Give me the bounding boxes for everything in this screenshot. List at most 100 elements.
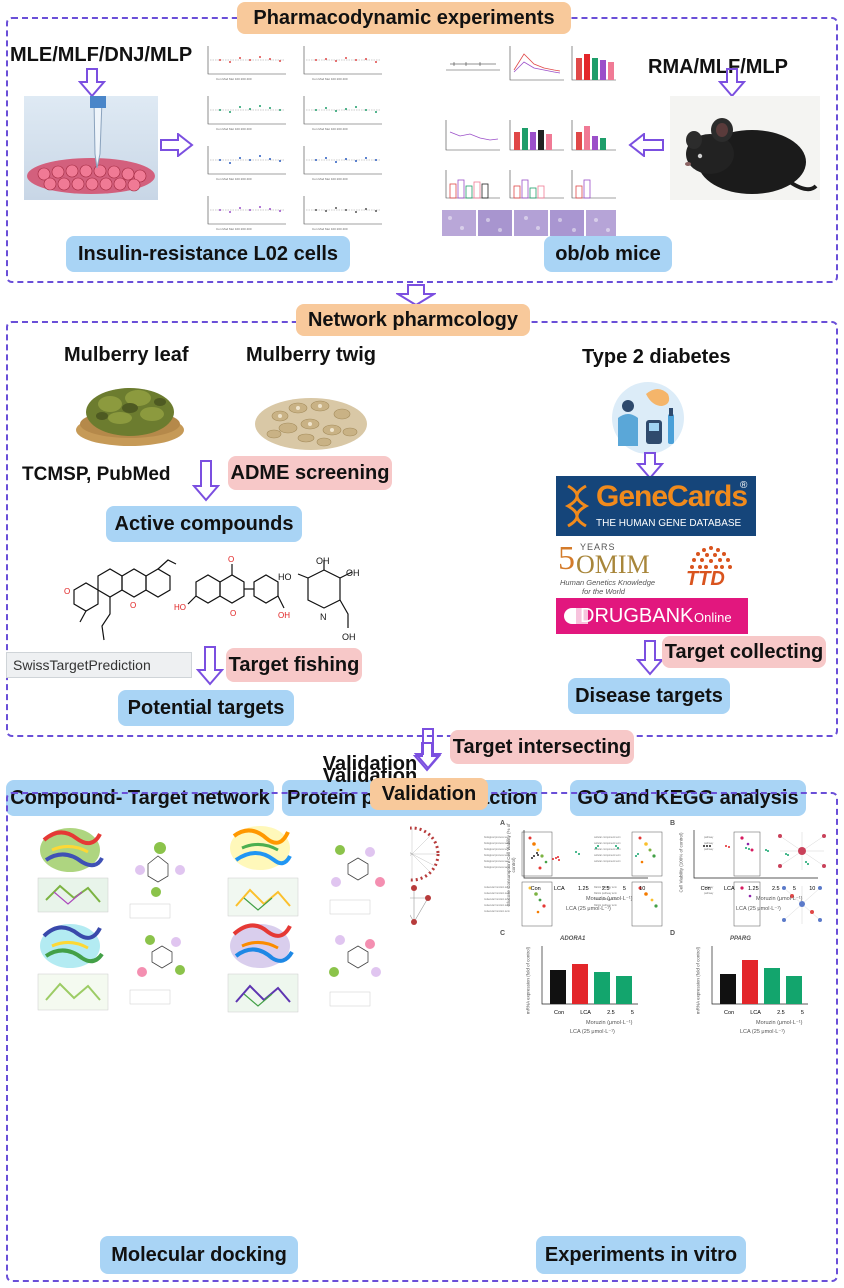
- insulin-resistance-label: Insulin-resistance L02 cells: [66, 236, 350, 272]
- svg-text:OH: OH: [342, 632, 356, 642]
- svg-text:Con Mod Met 100 200 400: Con Mod Met 100 200 400: [216, 127, 252, 131]
- vitro-d-xlabel1: Moruzin (μmol·L⁻¹): [756, 1020, 803, 1026]
- down-arrow-icon: [636, 452, 664, 480]
- down-arrow-icon: [396, 284, 436, 306]
- mulberry-leaf-label: Mulberry leaf: [64, 344, 189, 366]
- svg-text:O: O: [64, 587, 70, 596]
- enrichment-plots: biological process term biological proces…: [480, 826, 832, 932]
- drugbank-text: DRUGBANK: [580, 605, 694, 627]
- drugbank-logo: DRUGBANK Online: [556, 598, 748, 634]
- vitro-c-tick: Con: [554, 1010, 565, 1016]
- vitro-chart-d: D PPARG mRNA expression (fold of control…: [670, 930, 820, 1040]
- vitro-b-xlabel1: Moruzin (μmol·L⁻¹): [756, 896, 803, 902]
- svg-text:molecular function term: molecular function term: [484, 904, 510, 907]
- type2-diabetes-label: Type 2 diabetes: [582, 346, 731, 368]
- vitro-chart-a: A Glucose Consumption/ Cell Viability (%…: [500, 820, 650, 920]
- vitro-a-xlabel1: Moruzin (μmol·L⁻¹): [586, 896, 633, 902]
- genecards-title: GeneCards: [596, 480, 748, 513]
- svg-text:Con Mod Met 100 200 400: Con Mod Met 100 200 400: [312, 77, 348, 81]
- vitro-d-ylabel: mRNA expression (fold of control): [695, 946, 701, 1015]
- adme-screening-label: ADME screening: [228, 456, 392, 490]
- vitro-a-tick: 10: [639, 886, 646, 892]
- vitro-c-xlabel1: Moruzin (μmol·L⁻¹): [586, 1020, 633, 1026]
- right-input-label: RMA/MLF/MLP: [648, 56, 788, 78]
- omim-number: 5: [558, 540, 575, 577]
- svg-text:Con Mod Met 100 200 400: Con Mod Met 100 200 400: [312, 177, 348, 181]
- svg-text:OH: OH: [346, 568, 360, 578]
- genecards-logo: GeneCards ® THE HUMAN GENE DATABASE: [556, 476, 756, 536]
- vitro-a-panel-letter: A: [500, 820, 506, 827]
- svg-text:cellular component term: cellular component term: [594, 848, 621, 851]
- svg-text:pathway: pathway: [704, 836, 714, 839]
- target-collecting-label: Target collecting: [662, 636, 826, 668]
- vitro-a-tick: Con: [530, 886, 541, 892]
- right-arrow-icon: [160, 133, 194, 157]
- docking-images: [30, 820, 410, 1016]
- omim-subtitle-2: for the World: [582, 587, 625, 596]
- tcmsp-label: TCMSP, PubMed: [22, 464, 171, 485]
- diabetes-icon: [606, 376, 690, 456]
- svg-text:O: O: [228, 556, 234, 564]
- svg-text:biological process term: biological process term: [484, 860, 510, 863]
- svg-text:O: O: [230, 609, 236, 618]
- ttd-text: TTD: [686, 568, 725, 590]
- vitro-b-tick: 5: [792, 886, 796, 892]
- vitro-b-tick: 1.25: [747, 886, 759, 892]
- vitro-a-xticks: Con LCA 1.25 2.5 5 10: [524, 886, 652, 892]
- vitro-d-xlabel2: LCA (25 μmol·L⁻¹): [740, 1029, 785, 1035]
- molecular-docking-label: Molecular docking: [100, 1236, 298, 1274]
- svg-text:KEGG pathway term: KEGG pathway term: [594, 886, 617, 889]
- network-title: Network pharmcology: [296, 304, 530, 336]
- svg-text:biological process term: biological process term: [484, 866, 510, 869]
- svg-text:pathway: pathway: [704, 886, 714, 889]
- ob-ob-mice-label: ob/ob mice: [544, 236, 672, 272]
- genecards-registered: ®: [740, 480, 748, 491]
- svg-text:Con Mod Met 100 200 400: Con Mod Met 100 200 400: [312, 227, 348, 231]
- svg-text:pathway: pathway: [704, 892, 714, 895]
- omim-logo: 5 YEARS OMIM Human Genetics Knowledge fo…: [558, 540, 668, 596]
- down-arrow-icon: [636, 640, 664, 676]
- svg-text:Con Mod Met 100 200 400: Con Mod Met 100 200 400: [216, 177, 252, 181]
- potential-targets-label: Potential targets: [118, 690, 294, 726]
- vitro-c-gene: ADORA1: [560, 936, 586, 942]
- svg-text:OH: OH: [278, 611, 290, 620]
- omim-subtitle-1: Human Genetics Knowledge: [560, 578, 656, 587]
- svg-text:N: N: [320, 612, 327, 622]
- vitro-a-xlabel2: LCA (25 μmol·L⁻¹): [566, 906, 611, 912]
- vitro-b-tick: LCA: [723, 886, 735, 892]
- svg-text:HO: HO: [174, 603, 186, 612]
- svg-text:KEGG pathway term: KEGG pathway term: [594, 904, 617, 907]
- vitro-a-tick: 1.25: [577, 886, 589, 892]
- vitro-c-tick: LCA: [580, 1010, 591, 1016]
- experiments-in-vitro-label: Experiments in vitro: [536, 1236, 746, 1274]
- vitro-c-ylabel: mRNA expression (fold of control): [525, 946, 531, 1015]
- svg-text:cellular component term: cellular component term: [594, 836, 621, 839]
- vitro-d-tick: 5: [800, 1010, 804, 1016]
- vitro-d-tick: LCA: [750, 1010, 761, 1016]
- svg-text:KEGG pathway term: KEGG pathway term: [594, 898, 617, 901]
- vitro-b-tick: Con: [700, 886, 711, 892]
- svg-text:cellular component term: cellular component term: [594, 860, 621, 863]
- svg-text:O: O: [130, 601, 136, 610]
- vitro-d-gene: PPARG: [730, 936, 751, 942]
- omim-name: OMIM: [576, 550, 650, 579]
- left-arrow-icon: [628, 133, 664, 157]
- mulberry-twig-image: [250, 370, 372, 454]
- vitro-d-tick: Con: [724, 1010, 735, 1016]
- svg-text:biological process term: biological process term: [484, 854, 510, 857]
- mulberry-twig-label: Mulberry twig: [246, 344, 377, 366]
- left-input-label: MLE/MLF/DNJ/MLP: [10, 44, 193, 66]
- vitro-c-xlabel2: LCA (25 μmol·L⁻¹): [570, 1029, 615, 1035]
- down-arrow-icon: [196, 646, 224, 686]
- svg-text:molecular function term: molecular function term: [484, 910, 510, 913]
- target-fishing-label: Target fishing: [226, 648, 362, 682]
- svg-text:biological process term: biological process term: [484, 848, 510, 851]
- vitro-b-xlabel2: LCA (25 μmol·L⁻¹): [736, 906, 781, 912]
- vitro-a-tick: 5: [622, 886, 626, 892]
- mulberry-leaf-image: [72, 372, 188, 448]
- svg-text:Con Mod Met 100 200 400: Con Mod Met 100 200 400: [312, 127, 348, 131]
- vitro-a-ylabel: Glucose Consumption/ Cell Viability (% o…: [506, 823, 516, 907]
- vitro-b-panel-letter: B: [670, 820, 676, 827]
- vitro-c-tick: 5: [630, 1010, 634, 1016]
